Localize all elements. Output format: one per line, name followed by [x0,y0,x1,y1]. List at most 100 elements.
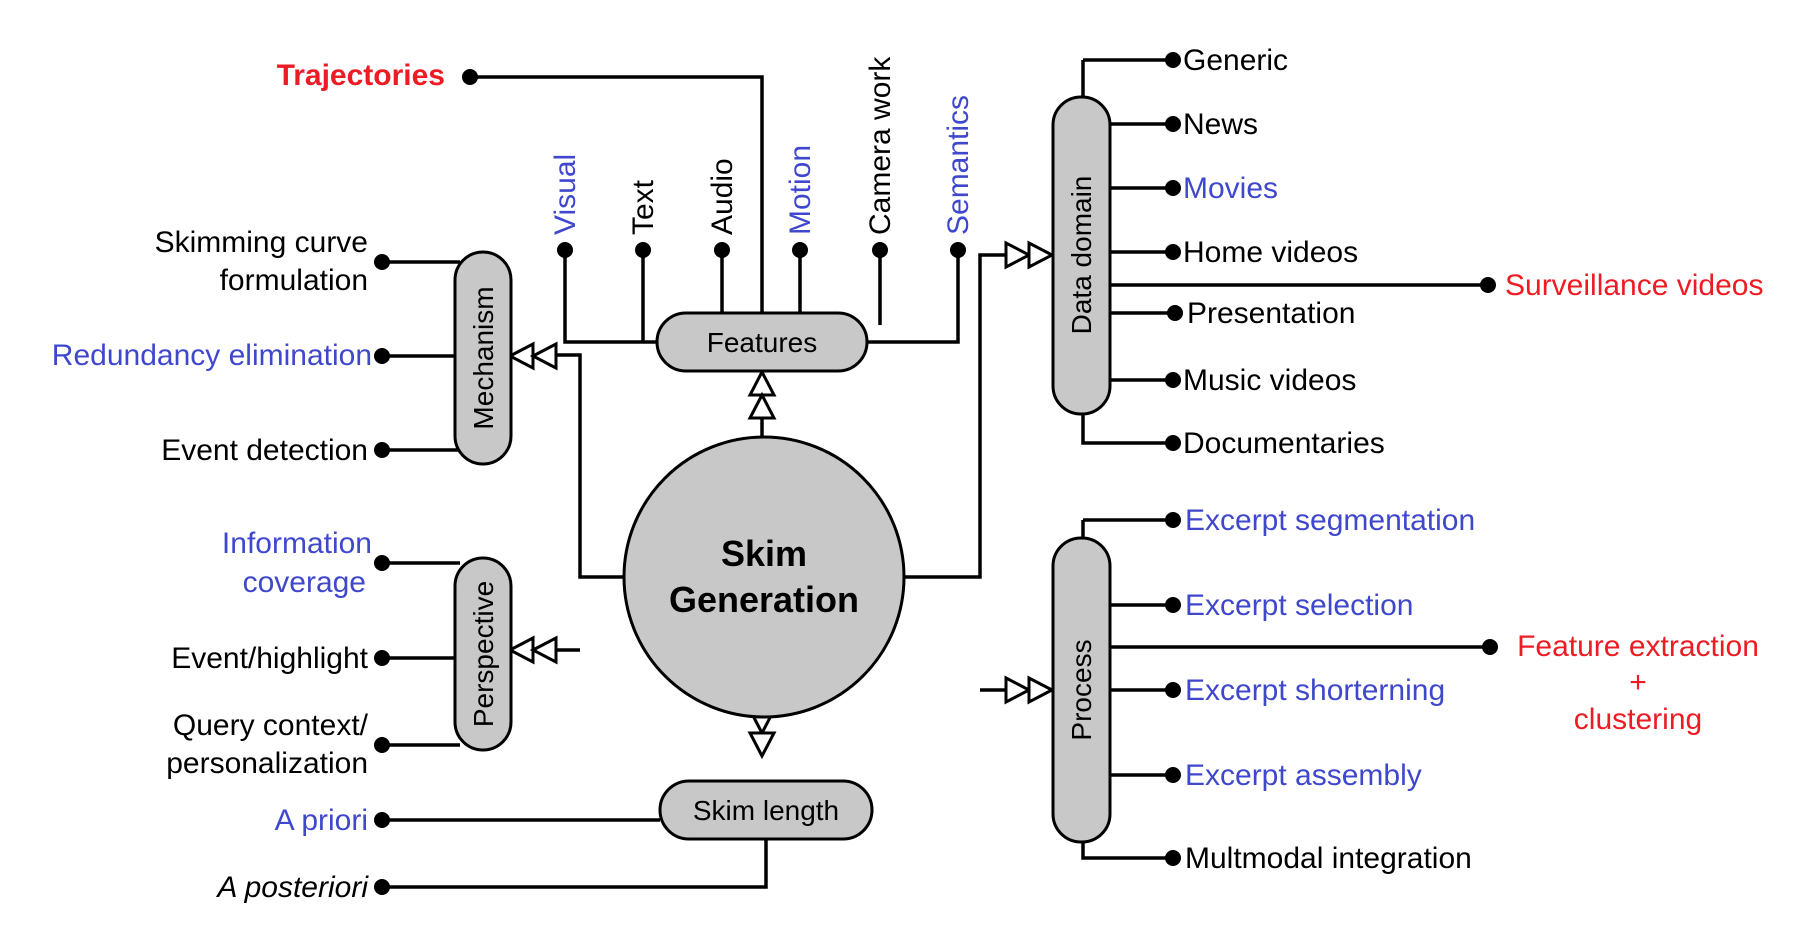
multimodal-integration-label: Multmodal integration [1185,842,1472,875]
center-title-line1: Skim [721,533,807,574]
documentaries-dot [1165,435,1181,451]
generic-dot [1165,52,1181,68]
news-label: News [1183,108,1258,141]
surveillance-videos-label: Surveillance videos [1505,269,1763,302]
feature-extraction-label-line3: clustering [1574,703,1702,736]
redundancy-elimination-label: Redundancy elimination [52,339,372,372]
surveillance-videos-dot [1480,277,1496,293]
query-context-label-line1: Query context/ [173,709,369,742]
skim-length-box-label: Skim length [693,795,839,826]
features-box: Features [655,311,869,373]
process-box-label: Process [1066,639,1097,740]
excerpt-segmentation-label: Excerpt segmentation [1185,504,1475,537]
music-videos-dot [1165,372,1181,388]
feature-audio-label: Audio [706,158,739,235]
perspective-arrow-icon-2 [529,635,558,665]
trajectories-label: Trajectories [277,59,445,92]
skim-generation-node: Skim Generation [622,435,906,719]
perspective-box: Perspective [453,556,513,752]
excerpt-segmentation-dot [1165,512,1181,528]
mechanism-arrow-icon-2 [529,341,558,371]
event-detection-dot [374,442,390,458]
information-coverage-label-line2: coverage [243,566,366,599]
excerpt-assembly-label: Excerpt assembly [1185,759,1422,792]
motion-dot [792,242,808,258]
feature-camera-work-label: Camera work [864,56,897,235]
feature-text-label: Text [627,179,660,235]
feature-visual-label: Visual [549,154,582,235]
redundancy-dot [374,348,390,364]
information-coverage-dot [374,555,390,571]
camera-work-dot [872,242,888,258]
event-highlight-dot [374,650,390,666]
query-context-label-line2: personalization [166,747,368,780]
excerpt-selection-label: Excerpt selection [1185,589,1413,622]
mechanism-arrow-icon [506,341,535,371]
feature-semantics-label: Semantics [942,95,975,235]
features-box-label: Features [707,327,818,358]
excerpt-selection-dot [1165,597,1181,613]
movies-label: Movies [1183,172,1278,205]
excerpt-assembly-dot [1165,767,1181,783]
a-posteriori-dot [374,879,390,895]
presentation-dot [1167,305,1183,321]
multimodal-integration-dot [1165,850,1181,866]
presentation-label: Presentation [1187,297,1355,330]
visual-dot [557,242,573,258]
movies-dot [1165,180,1181,196]
mechanism-box-shape [453,250,513,466]
data-domain-box: Data domain [1051,95,1112,416]
feature-extraction-label-line2: + [1629,666,1647,699]
process-arrow-icon-2 [1027,675,1056,705]
excerpt-shortening-dot [1165,682,1181,698]
documentaries-label: Documentaries [1183,427,1385,460]
mechanism-box-label: Mechanism [468,286,499,429]
process-box-shape [1051,536,1112,844]
perspective-box-shape [453,556,513,752]
features-arrow-icon-2 [747,391,777,420]
a-priori-label: A priori [275,804,368,837]
a-posteriori-label: A posteriori [215,871,369,904]
feature-extraction-dot [1482,639,1498,655]
audio-dot [714,242,730,258]
connector-lines [382,58,1490,889]
center-title-line2: Generation [669,579,859,620]
information-coverage-label-line1: Information [222,527,372,560]
perspective-arrow-icon [506,635,535,665]
excerpt-shortening-label: Excerpt shorterning [1185,674,1445,707]
data-domain-arrow-icon-2 [1027,240,1056,270]
text-dot [635,242,651,258]
skim-length-arrow-icon-2 [747,731,777,760]
process-arrow-icon [1004,675,1033,705]
trajectories-dot [462,69,478,85]
feature-extraction-label-line1: Feature extraction [1517,630,1759,663]
generic-label: Generic [1183,44,1288,77]
data-domain-box-shape [1051,95,1112,416]
skimming-curve-dot [374,254,390,270]
event-detection-label: Event detection [161,434,368,467]
skimming-curve-label-line2: formulation [220,264,368,297]
features-arrow-icon [747,368,777,397]
home-videos-label: Home videos [1183,236,1358,269]
news-dot [1165,116,1181,132]
semantics-dot [950,242,966,258]
arrowheads [506,240,1056,760]
music-videos-label: Music videos [1183,364,1356,397]
event-highlight-label: Event/highlight [171,642,368,675]
a-priori-dot [374,812,390,828]
feature-motion-label: Motion [784,145,817,235]
query-context-dot [374,737,390,753]
home-videos-dot [1165,244,1181,260]
skimming-curve-label-line1: Skimming curve [155,226,368,259]
process-box: Process [1051,536,1112,844]
skim-length-box-shape [658,779,874,841]
data-domain-box-label: Data domain [1066,176,1097,335]
perspective-box-label: Perspective [468,581,499,727]
features-box-shape [655,311,869,373]
mechanism-box: Mechanism [453,250,513,466]
data-domain-arrow-icon [1004,240,1033,270]
endpoint-dots [374,52,1498,895]
skim-length-box: Skim length [658,779,874,841]
skim-generation-circle [622,435,906,719]
